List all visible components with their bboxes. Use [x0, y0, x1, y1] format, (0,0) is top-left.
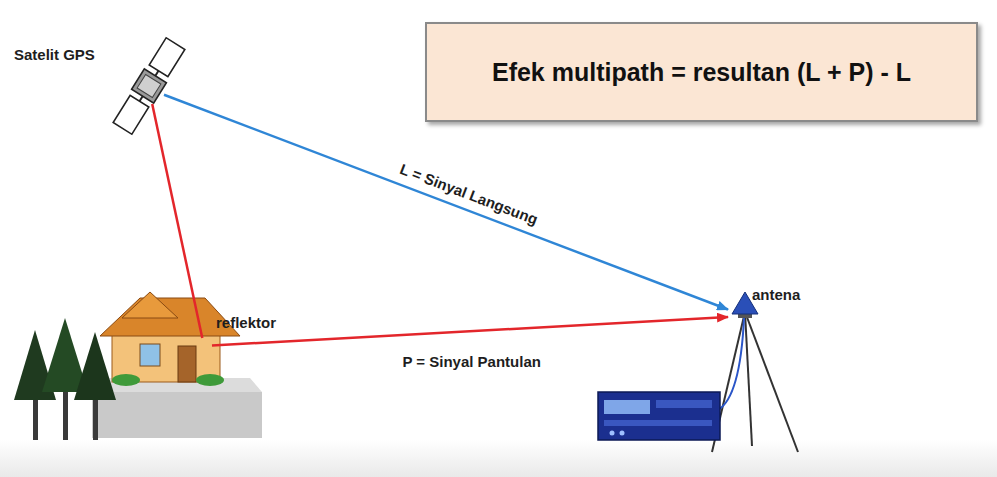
receiver-display: [604, 400, 650, 414]
gps-receiver: [598, 318, 744, 440]
reflector-node: reflektor: [196, 338, 212, 354]
bush: [196, 374, 224, 386]
receiver-led: [610, 431, 615, 436]
satellite-body: [132, 69, 167, 103]
signal-label: P = Sinyal Pantulan: [402, 353, 541, 370]
solar-panel: [149, 38, 185, 77]
tripod: [712, 312, 798, 452]
ground: [92, 392, 262, 438]
node-label: antena: [752, 286, 800, 303]
tripod-leg: [745, 312, 798, 452]
satellite-icon: [111, 37, 186, 136]
antenna-cable: [718, 318, 744, 410]
house-gable: [122, 292, 178, 318]
antenna-node: antena: [728, 292, 762, 340]
satellite-node: Satelit GPS: [134, 74, 164, 104]
trees: [14, 318, 116, 440]
node-label: Satelit GPS: [14, 46, 95, 63]
reflected-signal-arrow: [212, 317, 728, 346]
house-window: [140, 344, 160, 366]
formula-text: Efek multipath = resultan (L + P) - L: [492, 58, 911, 87]
house-reflector: [100, 292, 240, 386]
tripod-leg: [745, 312, 752, 446]
house-door: [178, 346, 196, 382]
bush: [112, 374, 140, 386]
tree-crown: [74, 332, 116, 400]
solar-panel: [113, 95, 149, 134]
tree-trunk: [33, 395, 38, 440]
floor-band: [0, 440, 997, 477]
receiver-led: [620, 431, 625, 436]
signal-label: L = Sinyal Langsung: [397, 160, 540, 228]
incoming-reflected-line: [152, 104, 202, 338]
direct-signal-arrow: [164, 95, 728, 310]
receiver-panel: [604, 420, 712, 426]
receiver-panel: [656, 400, 712, 408]
receiver-box: [598, 392, 720, 440]
formula-box: Efek multipath = resultan (L + P) - L: [425, 22, 978, 122]
satellite-panel: [137, 74, 161, 97]
node-label: reflektor: [216, 314, 276, 331]
